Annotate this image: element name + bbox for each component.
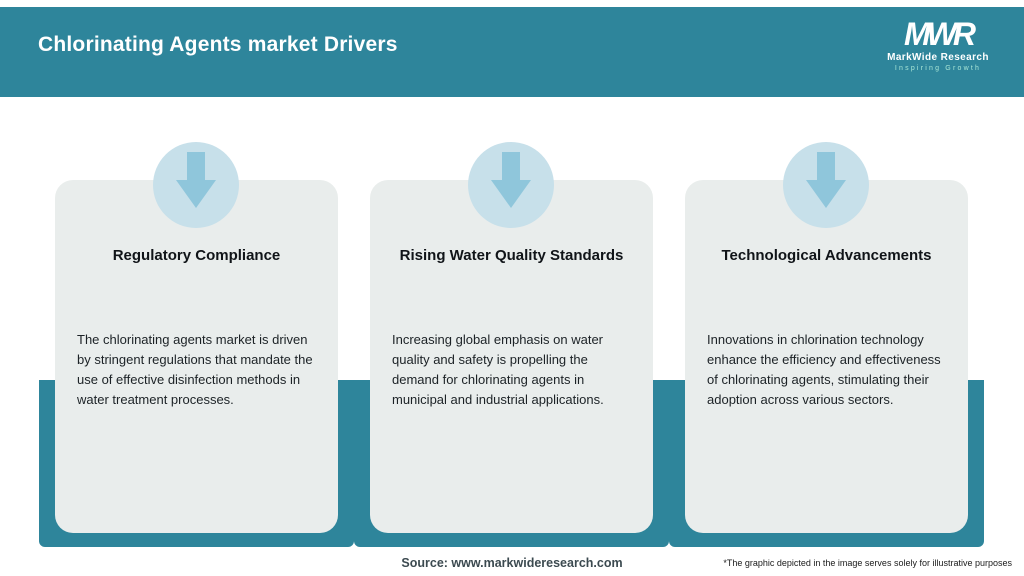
card-body-text: Innovations in chlorination technology e… <box>707 332 941 408</box>
card-title: Technological Advancements <box>721 247 932 264</box>
markwide-research-logo: MWR MarkWide Research Inspiring Growth <box>878 17 998 72</box>
card-title: Regulatory Compliance <box>112 247 281 264</box>
driver-card-technological-advancements: Technological Advancements Innovations i… <box>669 142 984 547</box>
logo-monogram: MWR <box>904 16 976 52</box>
card-panel: Regulatory Compliance The chlorinating a… <box>55 180 338 533</box>
header-bar: Chlorinating Agents market Drivers MWR M… <box>0 7 1024 97</box>
card-body-text: Increasing global emphasis on water qual… <box>392 332 604 408</box>
card-title: Rising Water Quality Standards <box>399 247 624 264</box>
card-panel: Technological Advancements Innovations i… <box>685 180 968 533</box>
source-attribution: Source: www.markwideresearch.com <box>401 556 623 570</box>
disclaimer-note: *The graphic depicted in the image serve… <box>717 558 1012 568</box>
driver-card-rising-water-quality: Rising Water Quality Standards Increasin… <box>354 142 669 547</box>
card-body-text: The chlorinating agents market is driven… <box>77 332 313 408</box>
page-title: Chlorinating Agents market Drivers <box>38 33 398 56</box>
down-arrow-icon <box>468 142 554 228</box>
down-arrow-icon <box>783 142 869 228</box>
card-panel: Rising Water Quality Standards Increasin… <box>370 180 653 533</box>
driver-card-regulatory-compliance: Regulatory Compliance The chlorinating a… <box>39 142 354 547</box>
logo-tagline: Inspiring Growth <box>894 65 982 72</box>
down-arrow-icon <box>153 142 239 228</box>
logo-name: MarkWide Research <box>887 52 989 63</box>
